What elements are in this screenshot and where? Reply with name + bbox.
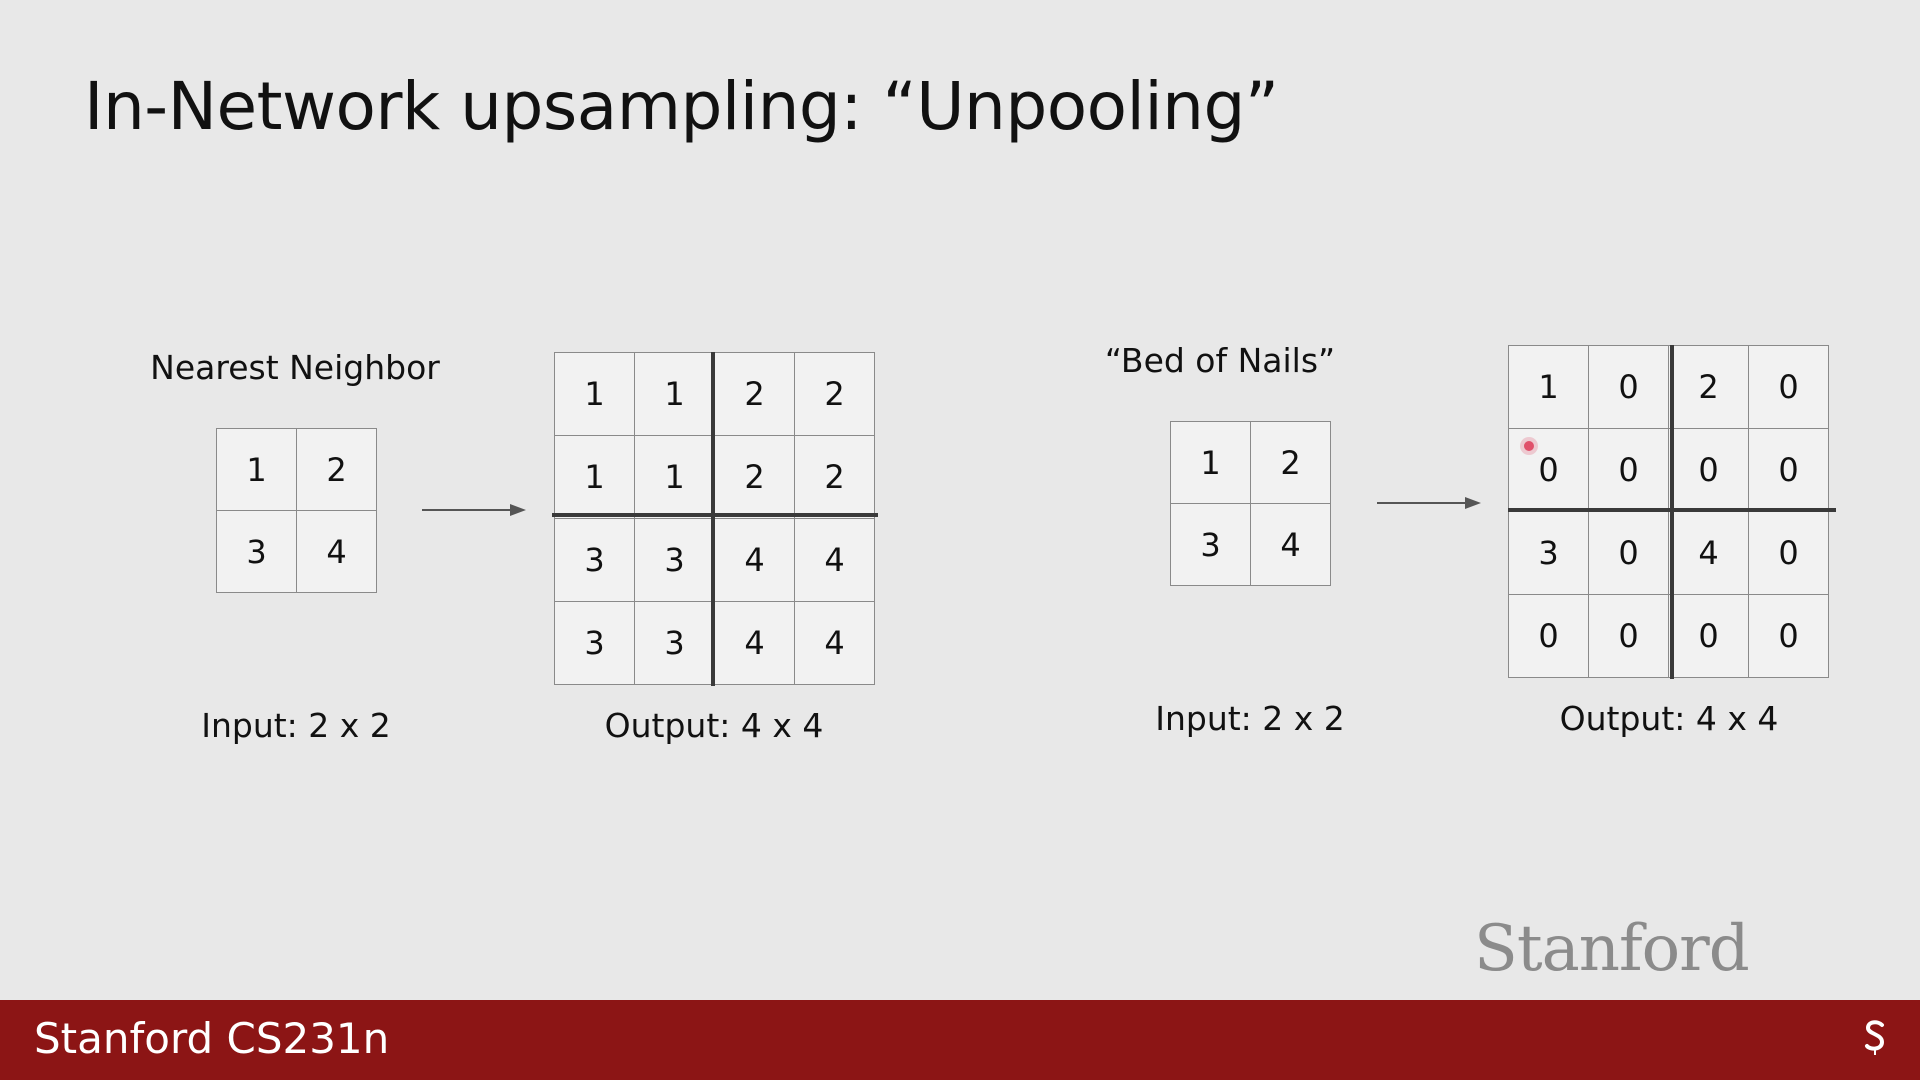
grid-cell: 0 xyxy=(1589,429,1669,512)
grid-cell: 3 xyxy=(217,511,297,593)
grid-cell: 4 xyxy=(795,519,875,602)
grid-cell: 2 xyxy=(795,353,875,436)
grid-cell: 2 xyxy=(297,429,377,511)
bon-input-caption: Input: 2 x 2 xyxy=(1155,699,1345,738)
grid-cell: 0 xyxy=(1749,595,1829,678)
footer-bar: Stanford CS231n xyxy=(0,1000,1920,1080)
grid-cell: 4 xyxy=(297,511,377,593)
bon-vertical-divider xyxy=(1670,345,1674,679)
grid-cell: 0 xyxy=(1589,595,1669,678)
footer-title: Stanford CS231n xyxy=(34,1014,390,1063)
nn-input-caption: Input: 2 x 2 xyxy=(201,706,391,745)
right-arrow-icon xyxy=(1377,497,1481,509)
right-arrow-icon xyxy=(422,504,526,516)
grid-cell: 3 xyxy=(1171,504,1251,586)
stanford-s-logo-icon xyxy=(1862,1017,1888,1057)
grid-cell: 0 xyxy=(1749,429,1829,512)
grid-cell: 4 xyxy=(795,602,875,685)
grid-cell: 1 xyxy=(1171,422,1251,504)
nn-horizontal-divider xyxy=(552,513,878,517)
grid-cell: 0 xyxy=(1669,429,1749,512)
grid-cell: 3 xyxy=(635,602,715,685)
grid-cell: 3 xyxy=(555,519,635,602)
grid-cell: 1 xyxy=(1509,346,1589,429)
grid-cell: 0 xyxy=(1589,512,1669,595)
grid-cell: 0 xyxy=(1669,595,1749,678)
grid-cell: 4 xyxy=(1251,504,1331,586)
nn-output-caption: Output: 4 x 4 xyxy=(604,706,824,745)
grid-cell: 0 xyxy=(1589,346,1669,429)
grid-cell: 4 xyxy=(715,519,795,602)
grid-cell: 0 xyxy=(1509,595,1589,678)
slide-title: In-Network upsampling: “Unpooling” xyxy=(84,68,1279,145)
grid-cell: 1 xyxy=(635,353,715,436)
grid-cell: 1 xyxy=(555,353,635,436)
bed-of-nails-label: “Bed of Nails” xyxy=(1104,341,1336,380)
grid-cell: 2 xyxy=(1669,346,1749,429)
grid-cell: 2 xyxy=(1251,422,1331,504)
grid-cell: 1 xyxy=(217,429,297,511)
grid-cell: 0 xyxy=(1509,429,1589,512)
nearest-neighbor-label: Nearest Neighbor xyxy=(150,348,440,387)
nn-input-grid: 1 2 3 4 xyxy=(216,428,377,593)
nn-vertical-divider xyxy=(711,352,715,686)
grid-cell: 4 xyxy=(1669,512,1749,595)
grid-cell: 2 xyxy=(795,436,875,519)
grid-cell: 2 xyxy=(715,436,795,519)
grid-cell: 1 xyxy=(555,436,635,519)
grid-cell: 3 xyxy=(555,602,635,685)
grid-cell: 0 xyxy=(1749,346,1829,429)
bon-output-caption: Output: 4 x 4 xyxy=(1559,699,1779,738)
grid-cell: 2 xyxy=(715,353,795,436)
grid-cell: 3 xyxy=(1509,512,1589,595)
bon-horizontal-divider xyxy=(1508,508,1836,512)
grid-cell: 0 xyxy=(1749,512,1829,595)
pointer-dot-icon xyxy=(1524,441,1534,451)
stanford-wordmark: Stanford xyxy=(1474,912,1750,986)
grid-cell: 4 xyxy=(715,602,795,685)
grid-cell: 3 xyxy=(635,519,715,602)
grid-cell: 1 xyxy=(635,436,715,519)
bon-input-grid: 1 2 3 4 xyxy=(1170,421,1331,586)
